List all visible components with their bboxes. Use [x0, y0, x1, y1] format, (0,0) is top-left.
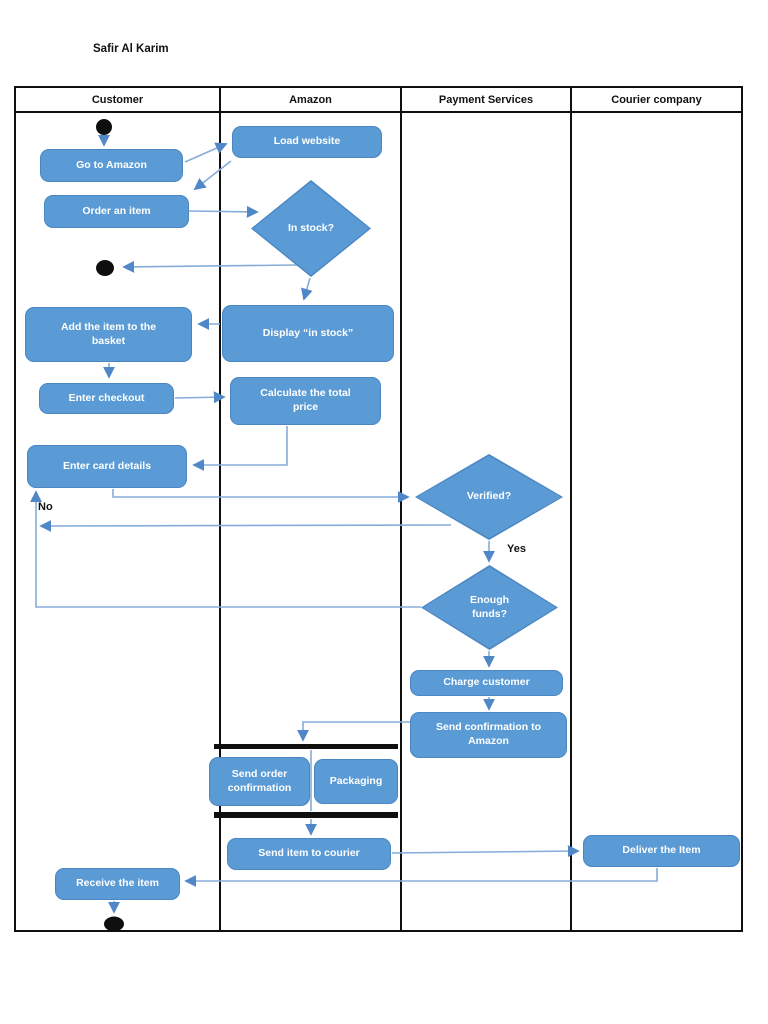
lane-header-amazon: Amazon — [289, 93, 332, 106]
activity-label: Load website — [273, 135, 341, 148]
activity-order-an-item: Order an item — [44, 195, 189, 228]
activity-label: Calculate the total price — [260, 387, 351, 413]
activity-calculate-total-price: Calculate the total price — [230, 377, 381, 425]
activity-send-order-confirmation: Send order confirmation — [209, 757, 310, 806]
activity-label: Receive the item — [76, 877, 159, 890]
fork-bar — [214, 744, 398, 749]
lane-divider-1 — [219, 88, 221, 930]
activity-label: Order an item — [82, 204, 151, 217]
edge-label-no: No — [38, 501, 53, 513]
activity-label: Display “in stock” — [262, 326, 354, 339]
lane-divider-3 — [570, 88, 572, 930]
decision-verified: Verified? — [415, 454, 563, 540]
start-node — [96, 119, 112, 135]
activity-display-in-stock: Display “in stock” — [222, 305, 394, 362]
lane-header-customer: Customer — [91, 93, 144, 106]
flow-final-node-out-of-stock — [96, 260, 114, 276]
activity-label: Deliver the Item — [622, 844, 701, 857]
flow-deliver-to-receive-item — [184, 868, 658, 887]
activity-packaging: Packaging — [314, 759, 398, 804]
swimlane-frame: Customer Amazon Payment Services Courier… — [14, 86, 743, 932]
flow-in-stock-no-to-end — [122, 260, 298, 273]
lane-divider-2 — [400, 88, 402, 930]
flow-verified-no-return — [39, 519, 452, 532]
activity-go-to-amazon: Go to Amazon — [40, 149, 183, 182]
header-divider — [16, 111, 741, 113]
decision-label: Enough funds? — [469, 593, 510, 620]
flow-send-item-to-deliver — [391, 845, 580, 858]
final-node — [104, 916, 124, 932]
decision-label: In stock? — [287, 221, 335, 234]
activity-enter-checkout: Enter checkout — [39, 383, 174, 414]
flow-send-confirmation-to-fork — [297, 721, 410, 742]
activity-receive-the-item: Receive the item — [55, 868, 180, 900]
activity-deliver-the-item: Deliver the Item — [583, 835, 740, 867]
flow-enter-checkout-to-calculate-total — [174, 391, 226, 404]
activity-label: Enter card details — [62, 459, 152, 472]
activity-label: Add the item to the basket — [60, 320, 157, 347]
flow-calculate-total-to-enter-card-details — [192, 426, 288, 471]
flow-go-to-amazon-to-load-website — [184, 142, 228, 163]
flow-in-stock-to-display-in-stock — [301, 277, 313, 301]
decision-label: Verified? — [466, 490, 512, 503]
lane-header-courier-company: Courier company — [611, 93, 702, 106]
edge-label-yes: Yes — [507, 543, 526, 555]
flow-load-website-to-order-an-item — [193, 160, 232, 191]
activity-label: Packaging — [329, 774, 383, 787]
decision-in-stock: In stock? — [251, 180, 371, 277]
activity-label: Send order confirmation — [227, 767, 292, 794]
activity-enter-card-details: Enter card details — [27, 445, 187, 488]
activity-label: Send item to courier — [258, 847, 360, 860]
lane-header-payment-services: Payment Services — [438, 93, 534, 106]
page-title: Safir Al Karim — [93, 43, 169, 55]
activity-load-website: Load website — [232, 126, 382, 158]
activity-label: Send confirmation to Amazon — [436, 721, 541, 747]
activity-label: Enter checkout — [68, 391, 145, 404]
activity-send-confirmation-to-amazon: Send confirmation to Amazon — [410, 712, 567, 758]
flow-order-an-item-to-in-stock — [188, 205, 259, 218]
activity-charge-customer: Charge customer — [410, 670, 563, 696]
activity-label: Charge customer — [443, 676, 530, 689]
join-bar — [214, 812, 398, 818]
flow-enter-card-details-to-verified — [112, 489, 410, 503]
decision-enough-funds: Enough funds? — [421, 565, 558, 650]
activity-add-item-to-basket: Add the item to the basket — [25, 307, 192, 362]
activity-send-item-to-courier: Send item to courier — [227, 838, 391, 870]
flow-enough-funds-no-return — [30, 490, 421, 608]
activity-label: Go to Amazon — [76, 158, 147, 171]
